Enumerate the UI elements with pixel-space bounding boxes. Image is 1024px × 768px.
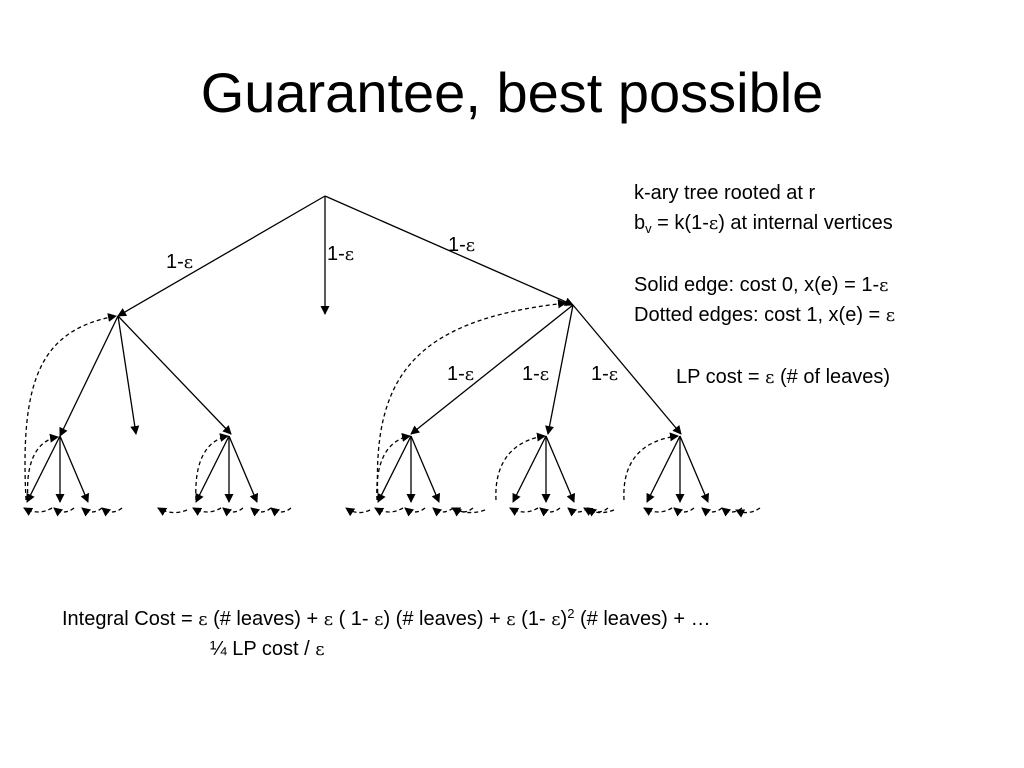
slide-title: Guarantee, best possible [200,61,824,124]
solid-edge [59,435,90,503]
solid-edge [117,195,326,317]
solid-edge [512,435,547,503]
edge-label-child-left: 1-ε [447,363,475,385]
dotted-edge [26,433,59,501]
dotted-edge [673,507,695,517]
solid-edge-legend: Solid edge: cost 0, x(e) = 1-ε [634,274,889,296]
edge-label-root-middle: 1-ε [327,243,355,265]
solid-edges [26,195,710,503]
solid-edge [26,435,61,503]
dotted-edge [101,507,123,517]
dotted-edge [53,507,75,517]
dotted-edge [643,507,673,516]
dotted-edge [157,507,188,516]
dotted-edge [270,507,292,517]
solid-edge [545,304,574,435]
solid-edge [59,315,119,437]
solid-edge [679,435,710,503]
edge-label-child-middle: 1-ε [522,363,550,385]
solid-edge [228,435,259,503]
solid-edge [410,304,574,435]
solid-edge [117,315,232,435]
solid-edge [646,435,681,503]
lp-cost: LP cost = ε (# of leaves) [676,366,891,388]
dotted-edge [192,507,222,516]
dotted-edge [701,507,723,517]
dotted-edge [404,507,426,517]
dotted-edge [374,507,404,516]
dotted-edge [24,313,117,501]
dotted-edges-legend: Dotted edges: cost 1, x(e) = ε [634,304,896,326]
solid-edge [324,195,574,306]
dotted-edge [583,507,615,516]
dotted-edge [376,433,411,501]
solid-edge [117,315,140,435]
solid-edge [572,304,682,435]
dotted-edge [345,507,371,517]
tree-description: k-ary tree rooted at r [634,182,816,204]
dotted-edges [23,299,761,518]
dotted-edge [81,507,103,517]
dotted-edge [250,507,272,517]
edge-label-child-right: 1-ε [591,363,619,385]
solid-edge [545,435,576,503]
dotted-edge [376,299,567,501]
dotted-edge [451,507,486,516]
integral-cost-line: Integral Cost = ε (# leaves) + ε ( 1- ε)… [62,606,711,630]
solid-edge [195,435,230,503]
dotted-edge [721,507,743,517]
edge-label-root-right: 1-ε [448,234,476,256]
dotted-edge [195,433,229,501]
solid-edge [410,435,441,503]
solid-edge [377,435,412,503]
dotted-edge [509,507,539,516]
dotted-edge [735,507,761,518]
dotted-edge [222,507,244,517]
edge-label-root-left: 1-ε [166,251,194,273]
dotted-edge [23,507,53,516]
dotted-edge [539,507,561,517]
dotted-edge [623,432,679,501]
dotted-edge [495,432,546,501]
integral-cost-bound: ¼ LP cost / ε [210,638,325,660]
b-v-definition: bv = k(1-ε) at internal vertices [634,212,893,236]
dotted-edge [432,507,454,517]
